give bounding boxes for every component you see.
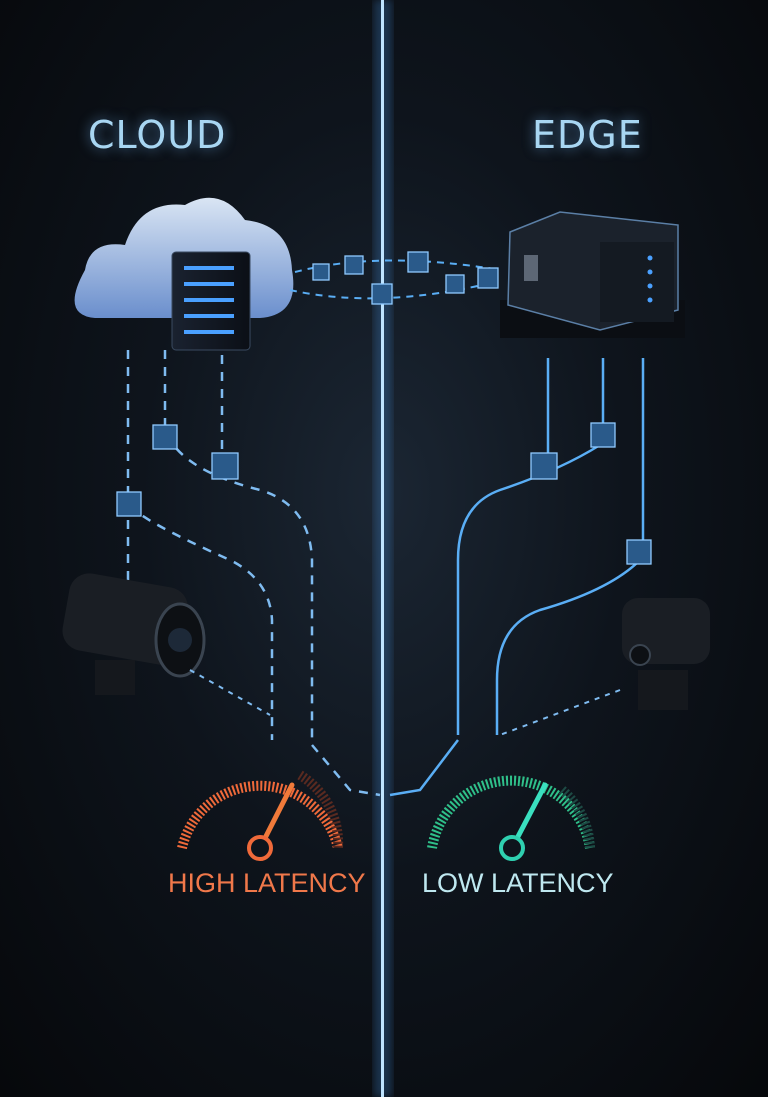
low-latency-label: LOW LATENCY [422, 868, 614, 898]
cloud-camera-icon [62, 573, 206, 695]
low-latency-gauge [427, 775, 595, 861]
edge-path-packets [530, 422, 652, 565]
edge-server-icon [500, 211, 685, 338]
high-latency-gauge [177, 770, 344, 861]
edge-data-paths [389, 358, 645, 797]
data-packets [312, 251, 499, 305]
edge-camera-icon [622, 598, 710, 710]
cloud-path-packets [116, 424, 239, 517]
edge-title: EDGE [532, 113, 643, 157]
center-divider [381, 0, 384, 1097]
cloud-data-paths [126, 350, 381, 797]
high-latency-label: HIGH LATENCY [168, 868, 366, 898]
edge-camera-signal [499, 689, 621, 736]
cloud-server-icon [171, 251, 251, 351]
camera-signal [189, 669, 271, 716]
cloud-title: CLOUD [88, 113, 227, 157]
